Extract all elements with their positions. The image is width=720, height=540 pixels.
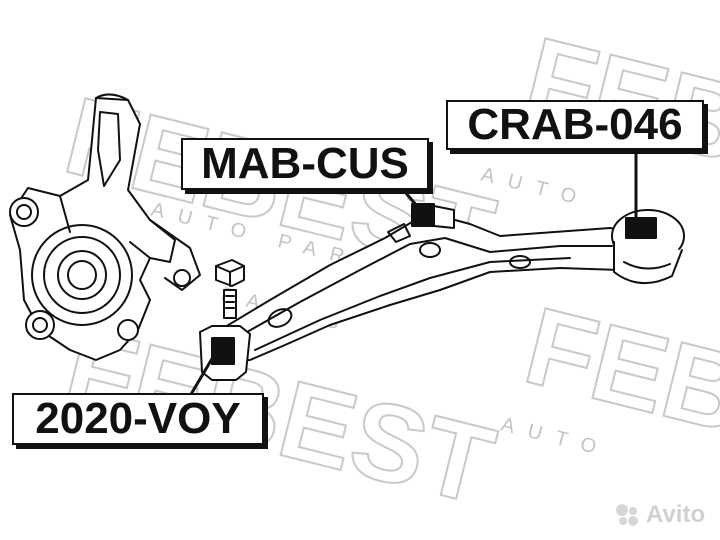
avito-dots-icon: [616, 504, 638, 526]
part-label-2020-voy: 2020-VOY: [12, 393, 264, 445]
crab-046-bushing: [611, 209, 685, 285]
lower-control-arm: [219, 215, 643, 363]
leader-lines: [188, 148, 638, 398]
part-label-mab-cus: MAB-CUS: [181, 138, 429, 190]
avito-logo-text: Avito: [646, 501, 706, 528]
castle-nut: [215, 259, 245, 287]
part-label-crab-046: CRAB-046: [446, 100, 704, 150]
ball-joint: [199, 289, 251, 381]
steering-knuckle: [9, 93, 201, 361]
avito-logo: Avito: [614, 500, 705, 530]
mab-cus-bushing: [411, 203, 455, 229]
